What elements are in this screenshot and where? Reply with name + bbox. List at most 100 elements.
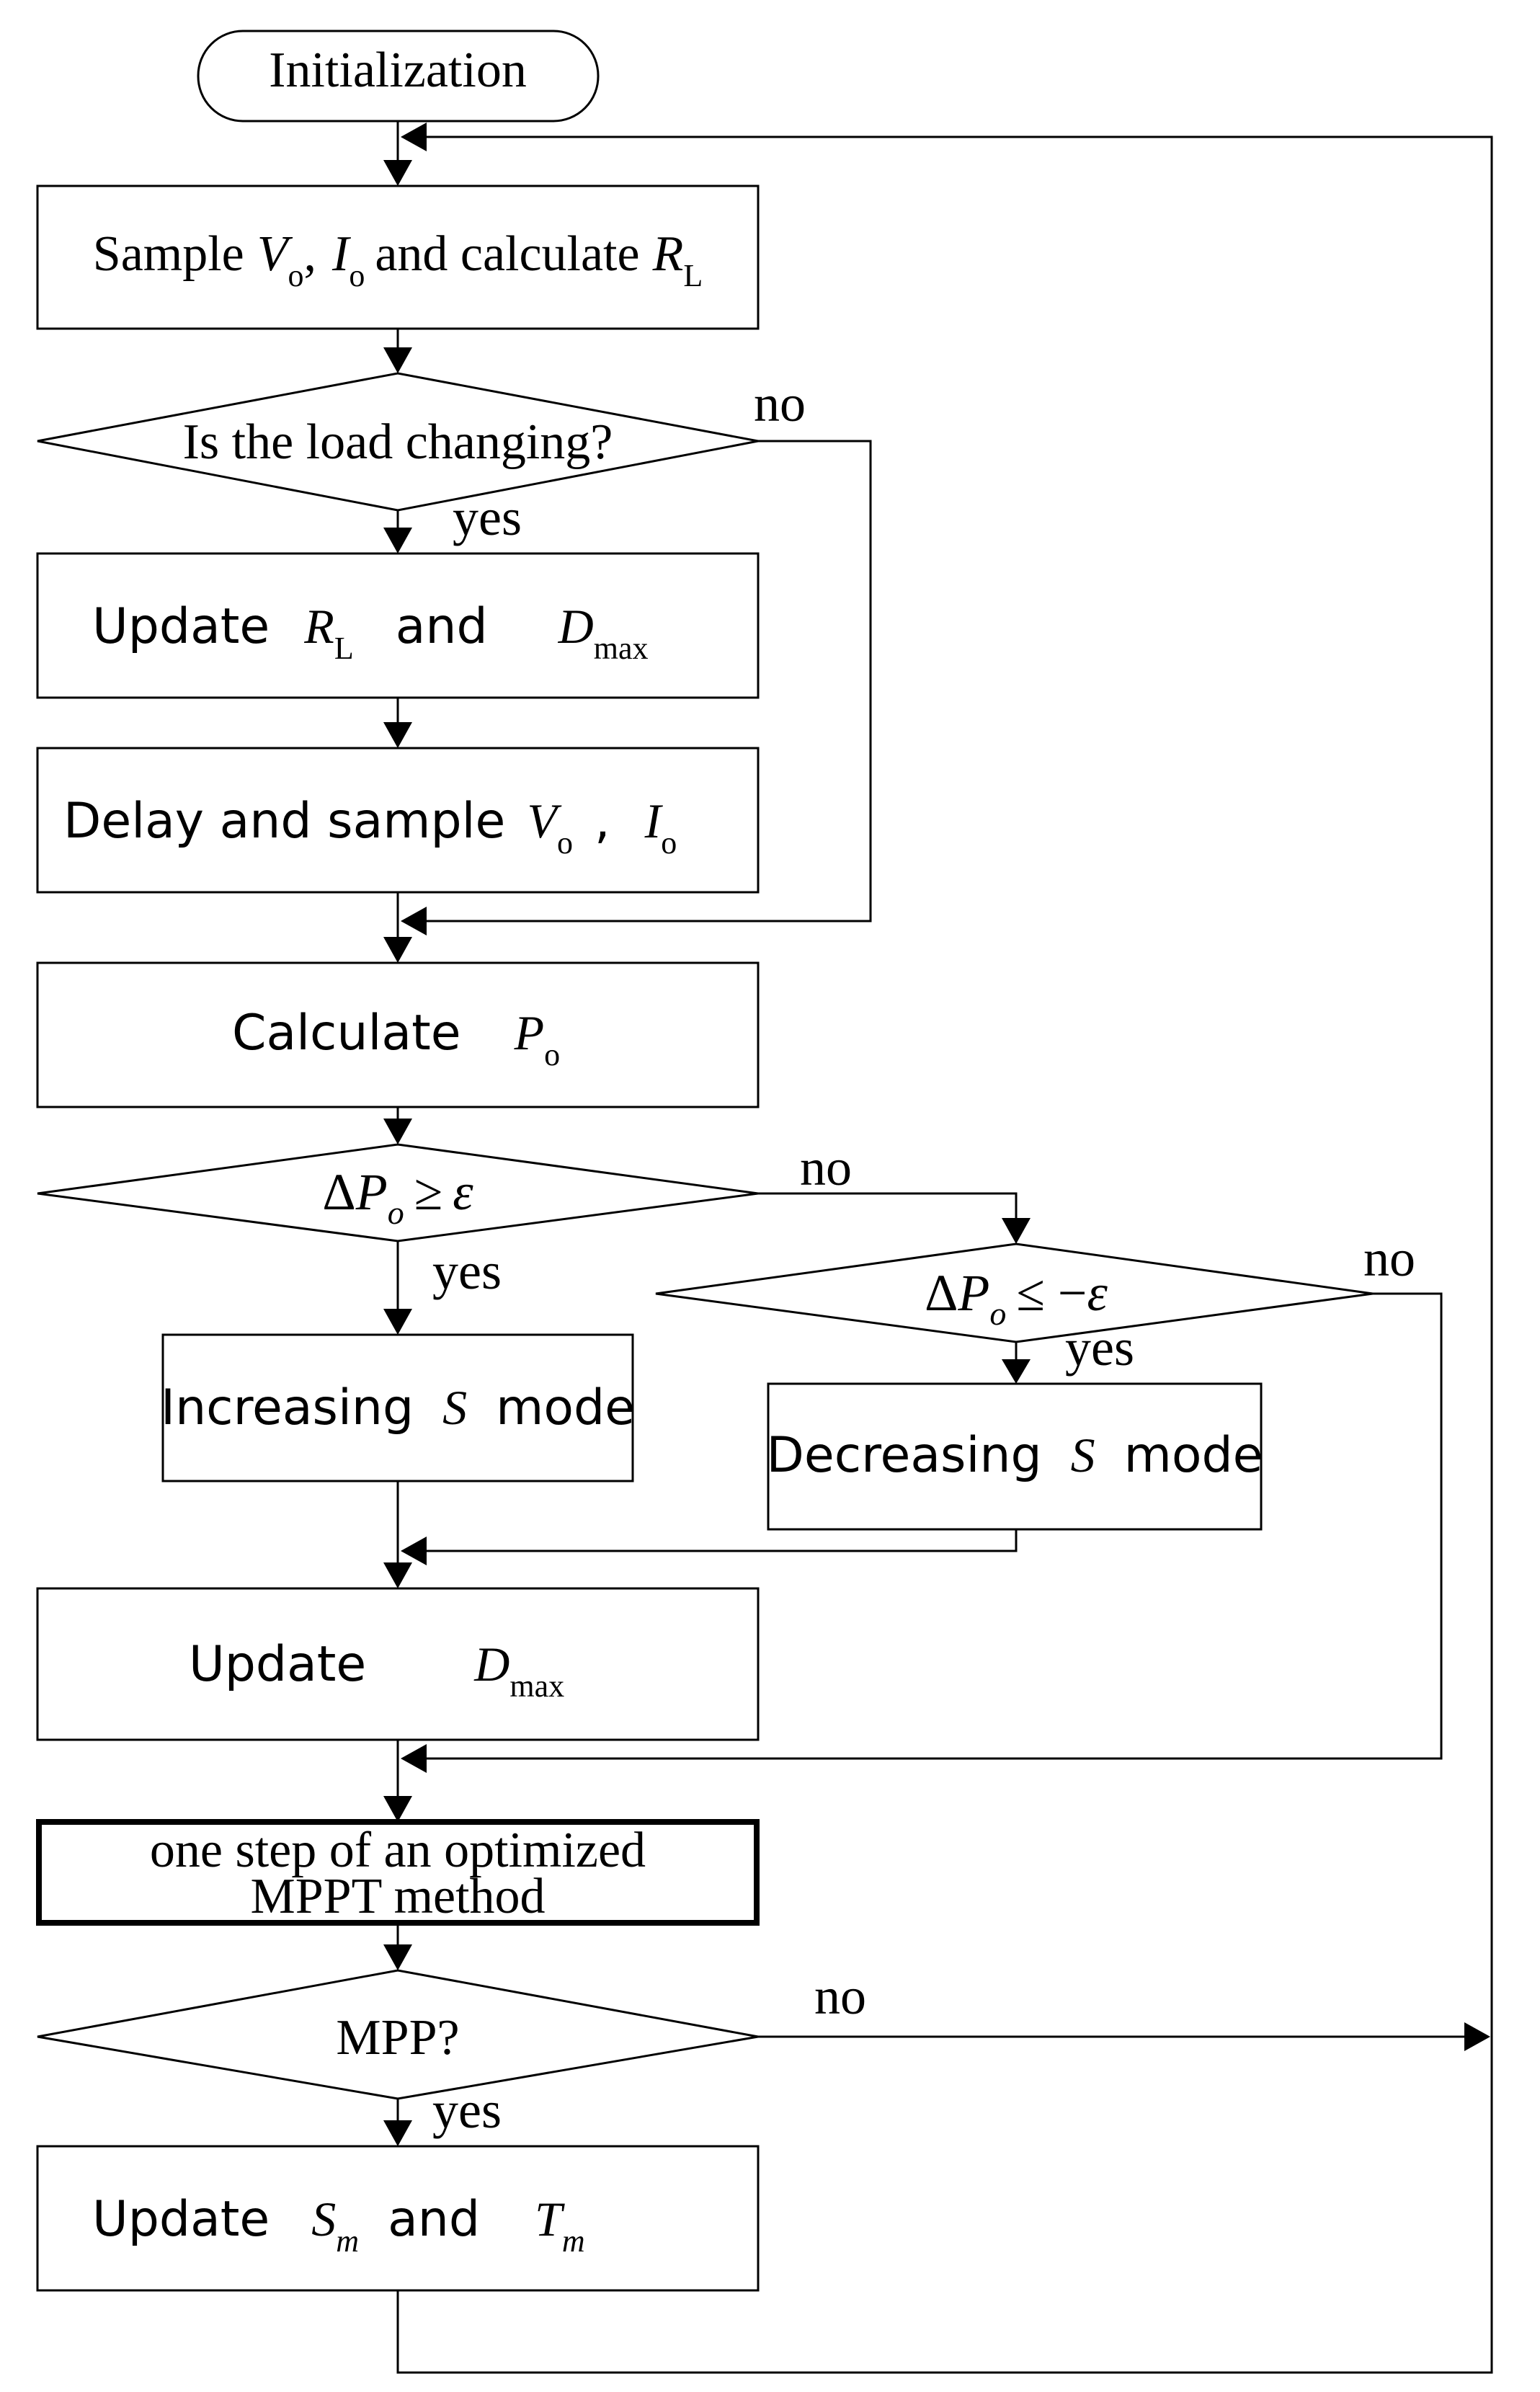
arrowhead: [401, 1744, 427, 1773]
delay-v-sub: o: [557, 825, 573, 861]
start-label: Initialization: [269, 43, 527, 98]
sample-v-sub: o: [288, 258, 304, 293]
delta-po-ge-eps-decision: ΔPo≥ε: [37, 1143, 759, 1242]
cond2-delta: Δ: [925, 1264, 958, 1322]
update-st-and: and: [388, 2191, 480, 2248]
arrowhead: [401, 1537, 427, 1565]
cond1-eps: ε: [453, 1163, 473, 1221]
arrowhead: [1002, 1359, 1031, 1384]
mppt-line1: one step of an optimized: [150, 1823, 646, 1878]
load-no-label: no: [754, 375, 806, 432]
arrowhead: [383, 528, 412, 553]
update-rd-d: D: [558, 599, 594, 654]
calc-p: P: [514, 1005, 545, 1060]
arrowhead: [383, 2120, 412, 2146]
sample-r: R: [652, 226, 684, 282]
calculate-po-process: Calculate Po: [36, 961, 760, 1108]
sample-r-sub: L: [683, 258, 703, 293]
delay-i: I: [644, 793, 664, 848]
cond1-label: ΔPo≥ε: [322, 1163, 473, 1231]
mpp-check-decision: MPP?: [37, 1969, 759, 2100]
branch-labels: no yes no yes no yes no yes: [432, 375, 1415, 2139]
cond2-p-sub: o: [989, 1295, 1006, 1332]
cond1-no-label: no: [800, 1139, 852, 1196]
sample-i-sub: o: [349, 258, 365, 293]
arrowhead: [383, 1309, 412, 1335]
arrowhead: [1464, 2022, 1490, 2051]
delay-v: V: [527, 793, 562, 848]
load-yes-label: yes: [453, 489, 522, 546]
arrowhead: [383, 1796, 412, 1822]
update-rd-prefix: Update: [92, 598, 270, 655]
load-no-bypass-line: [425, 440, 872, 922]
dec-s: S: [1071, 1428, 1095, 1482]
arrowhead: [383, 1944, 412, 1970]
dec-return-line: [425, 1529, 1018, 1552]
start-terminal: Initialization: [197, 30, 600, 123]
calc-label: Calculate Po: [232, 1005, 560, 1072]
arrowhead: [401, 907, 427, 935]
arrowhead: [383, 1562, 412, 1588]
sample-comma: ,: [304, 226, 317, 282]
cond2-no-line: [425, 1292, 1443, 1760]
mpp-yes-label: yes: [432, 2081, 502, 2139]
feedback-loop-line: [396, 135, 1493, 2374]
sample-prefix: Sample: [93, 226, 244, 282]
cond2-label: ΔPo≤ −ε: [925, 1264, 1108, 1332]
arrowhead: [401, 123, 427, 151]
inc-s: S: [442, 1380, 467, 1435]
optimized-mppt-step-process: one step of an optimized MPPT method: [36, 1819, 760, 1926]
cond2-no-label: no: [1363, 1230, 1415, 1287]
mpp-no-label: no: [814, 1968, 866, 2025]
inc-suffix: mode: [496, 1379, 635, 1436]
update-rd-d-sub: max: [594, 631, 649, 666]
sample-mid: and calculate: [375, 226, 639, 282]
cond1-p: P: [355, 1163, 388, 1221]
inc-prefix: Increasing: [161, 1379, 414, 1436]
arrowhead: [383, 347, 412, 373]
arrowhead: [383, 722, 412, 748]
sample-i: I: [331, 226, 352, 282]
dec-prefix: Decreasing: [767, 1427, 1042, 1484]
update-st-s-sub: m: [336, 2223, 359, 2259]
update-st-t: T: [535, 2192, 565, 2246]
mpp-check-label: MPP?: [336, 2010, 459, 2066]
update-rd-r-sub: L: [334, 631, 354, 666]
sample-v: V: [257, 226, 293, 282]
load-check-decision: Is the load changing?: [37, 372, 759, 512]
cond1-rel: ≥: [414, 1163, 443, 1221]
update-rd-r: R: [303, 599, 334, 654]
load-check-label: Is the load changing?: [183, 414, 613, 470]
calc-prefix: Calculate: [232, 1005, 461, 1062]
cond2-yes-label: yes: [1065, 1319, 1134, 1377]
arrowhead: [383, 937, 412, 963]
cond2-eps: ε: [1087, 1264, 1108, 1322]
arrowhead: [383, 160, 412, 186]
cond1-no-line: [758, 1192, 1018, 1219]
mppt-line2: MPPT method: [250, 1869, 545, 1924]
arrowhead: [1002, 1218, 1031, 1244]
delay-prefix: Delay and sample: [63, 793, 505, 850]
calc-p-sub: o: [544, 1037, 560, 1072]
update-st-s: S: [311, 2192, 336, 2246]
update-d-sub: max: [509, 1668, 564, 1704]
update-d-d: D: [473, 1637, 509, 1691]
update-st-prefix: Update: [92, 2191, 270, 2248]
update-st-t-sub: m: [562, 2223, 585, 2259]
cond1-delta: Δ: [322, 1163, 355, 1221]
delta-po-le-neg-eps-decision: ΔPo≤ −ε: [655, 1242, 1374, 1343]
cond2-rel: ≤ −: [1016, 1264, 1087, 1322]
delay-comma: ,: [595, 793, 610, 850]
delay-i-sub: o: [661, 825, 677, 861]
